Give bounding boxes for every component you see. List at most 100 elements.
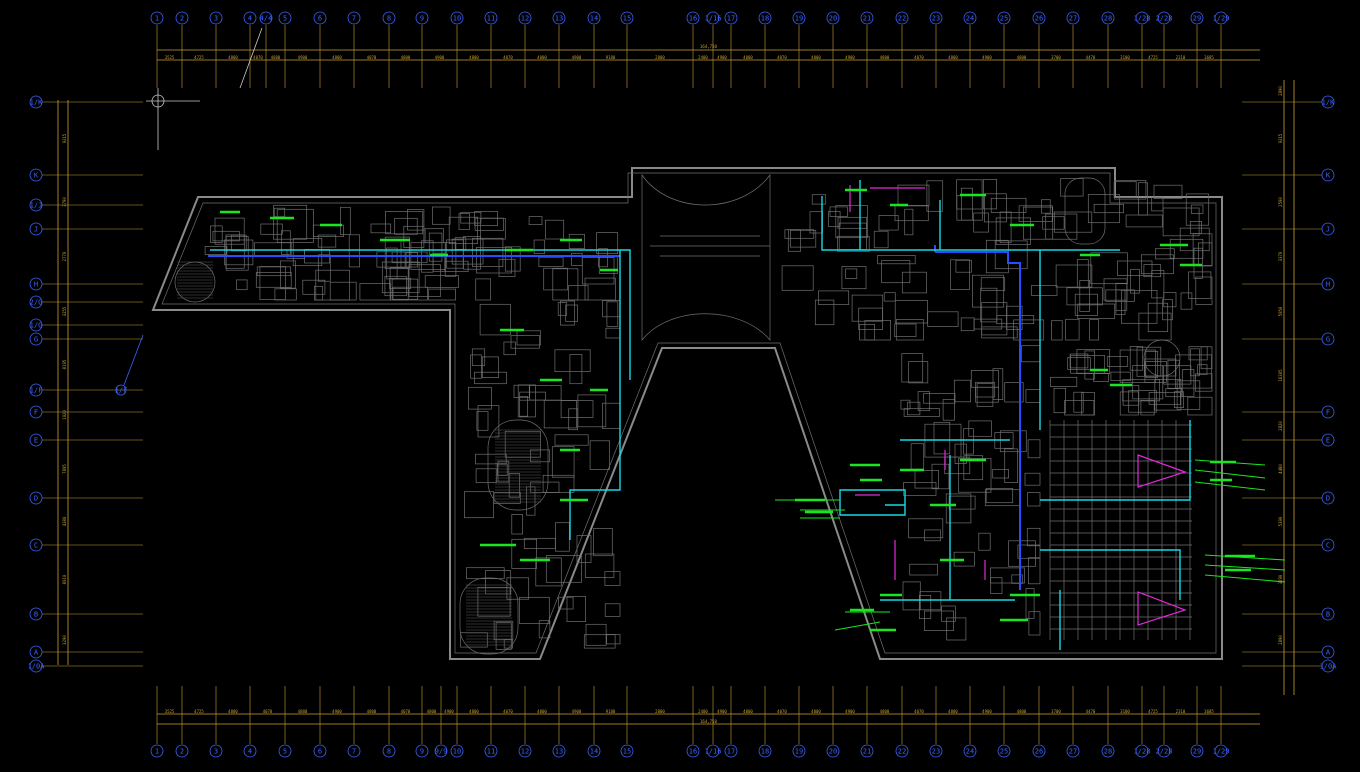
column-axis-bubble: 16: [686, 11, 700, 25]
room: [538, 620, 551, 639]
room: [1117, 260, 1153, 276]
room: [516, 330, 541, 346]
axis-label: C: [34, 542, 38, 550]
axis-label: A: [34, 649, 39, 657]
room: [384, 275, 407, 297]
room: [1017, 544, 1041, 559]
room: [384, 236, 410, 270]
dimension-value: 4900: [298, 55, 308, 60]
axis-label: 23: [932, 15, 940, 23]
axis-label: 17: [727, 15, 735, 23]
axis-label: 1/0A: [28, 663, 46, 671]
column-axis-bubble: 21: [860, 11, 874, 25]
dimension-value: 2800: [655, 709, 665, 714]
room: [1125, 214, 1163, 228]
axis-label: 22: [898, 748, 906, 756]
column-axis-bubble: 12: [518, 744, 532, 758]
axis-label: 11: [487, 748, 495, 756]
room: [1093, 203, 1124, 214]
column-axis-bubble: 15: [620, 11, 634, 25]
axis-label: 4: [248, 15, 252, 23]
axis-label: 25: [1000, 15, 1008, 23]
column-axis-bubble: 26: [1032, 744, 1046, 758]
column-axis-bubble: 22: [895, 11, 909, 25]
axis-label: 27: [1069, 15, 1077, 23]
dimension-value: 3290: [1278, 574, 1283, 584]
room: [585, 623, 607, 646]
room: [1163, 365, 1192, 385]
column-axis-bubble: 18: [758, 11, 772, 25]
room: [584, 553, 615, 578]
room: [908, 361, 929, 384]
room: [1076, 349, 1111, 374]
room: [781, 265, 814, 291]
column-axis-bubble: 11: [484, 11, 498, 25]
room: [545, 219, 565, 240]
axis-label: G: [1326, 336, 1330, 344]
column-axis-bubble: 27: [1066, 11, 1080, 25]
room: [1163, 292, 1177, 308]
axis-label: 16: [689, 748, 697, 756]
room: [596, 232, 619, 254]
room: [1110, 371, 1131, 381]
detail-callout: 1/F: [115, 27, 263, 396]
dimension-value: 9180: [606, 709, 616, 714]
room: [1193, 247, 1203, 279]
column-axis-bubble: 14: [587, 11, 601, 25]
dimension-value: 4900: [332, 709, 342, 714]
room: [466, 567, 505, 580]
room: [1130, 268, 1140, 294]
axis-label: 4/4: [260, 15, 273, 23]
column-axis-bubble: 14: [587, 744, 601, 758]
dimension-value: 3685: [1204, 709, 1214, 714]
dimension-value: 4070: [777, 709, 787, 714]
room: [990, 567, 1025, 584]
room: [407, 209, 425, 231]
dimension-value: 4800: [537, 55, 547, 60]
room: [1087, 194, 1120, 224]
room: [1190, 348, 1200, 377]
room: [1074, 293, 1098, 316]
axis-label: 5: [283, 15, 287, 23]
room: [894, 300, 928, 324]
room: [1122, 379, 1160, 402]
room: [391, 278, 419, 300]
column-axis-bubble: 11: [484, 744, 498, 758]
room: [1179, 227, 1210, 252]
dimension-value: 4070: [503, 55, 513, 60]
room: [1145, 351, 1159, 378]
room: [873, 230, 889, 249]
room: [577, 394, 607, 428]
row-axis-bubble: 1/0A: [1320, 659, 1337, 673]
room: [314, 285, 323, 301]
machine-room-grid: [1049, 420, 1192, 640]
axis-label: 26: [1035, 15, 1043, 23]
inner-outline: [161, 172, 1217, 654]
column-axis-bubble: 5: [278, 11, 292, 25]
axis-label: G: [34, 336, 38, 344]
room: [926, 180, 944, 212]
room: [340, 206, 351, 235]
dimension-value: 3685: [1204, 55, 1214, 60]
room: [474, 371, 507, 385]
room: [405, 252, 418, 268]
room: [953, 379, 971, 403]
axis-label: 21: [863, 15, 871, 23]
room: [1176, 380, 1201, 410]
row-axis-bubble: D: [29, 491, 43, 505]
axis-label: H: [34, 281, 38, 289]
room: [225, 234, 245, 269]
room: [904, 208, 914, 236]
axis-label: 10: [453, 748, 461, 756]
dimension-value: 3100: [1120, 55, 1130, 60]
room: [1011, 574, 1023, 584]
column-axis-bubble: 8: [382, 11, 396, 25]
dimension-value: 4900: [444, 709, 454, 714]
room: [961, 187, 973, 221]
room: [451, 238, 484, 265]
room: [424, 275, 459, 288]
row-axis-bubble: C: [1321, 538, 1335, 552]
room: [329, 281, 357, 301]
room: [1073, 391, 1084, 413]
room: [895, 319, 924, 341]
